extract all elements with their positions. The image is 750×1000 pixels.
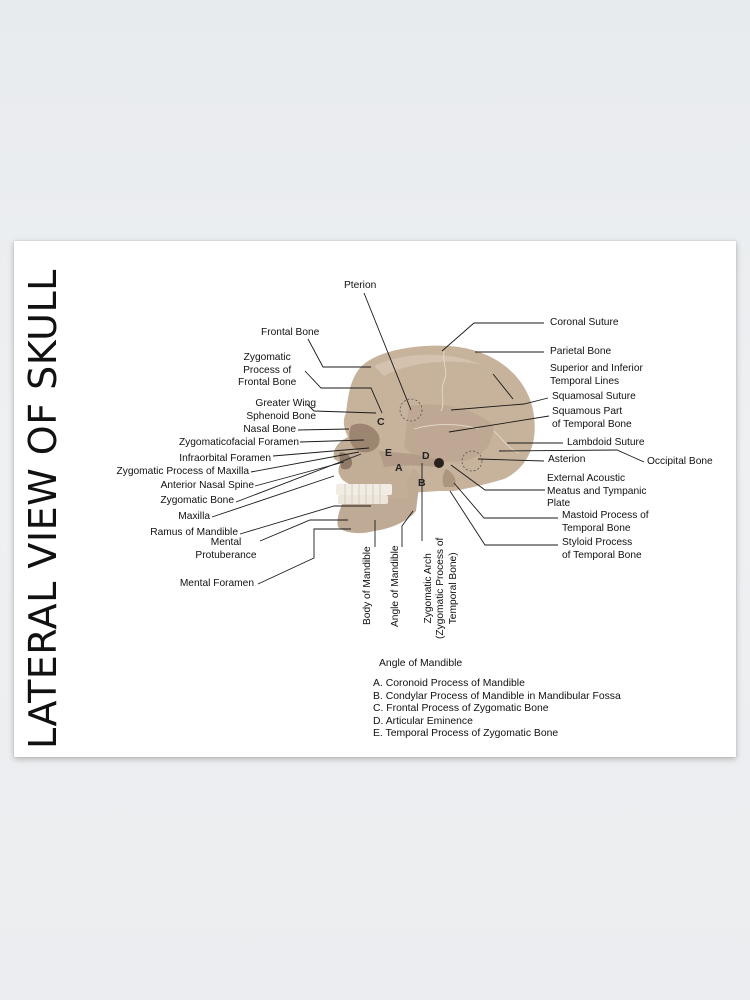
legend-item-b: B. Condylar Process of Mandible in Mandi…: [373, 691, 621, 704]
label-external-acoustic: External Acoustic Meatus and Tympanic Pl…: [547, 473, 646, 511]
label-anterior-nasal-spine: Anterior Nasal Spine: [104, 480, 254, 493]
ear-canal: [434, 458, 444, 468]
letter-e: E: [385, 447, 392, 459]
label-mental-foramen: Mental Foramen: [134, 578, 254, 591]
label-zygomaticofacial-foramen: Zygomaticofacial Foramen: [144, 437, 299, 450]
label-coronal-suture: Coronal Suture: [550, 317, 619, 330]
label-asterion: Asterion: [548, 454, 585, 467]
letter-a: A: [395, 462, 403, 474]
label-frontal-bone: Frontal Bone: [261, 327, 319, 340]
label-pterion: Pterion: [344, 280, 376, 293]
legend-item-e: E. Temporal Process of Zygomatic Bone: [373, 728, 621, 741]
label-squamous-part: Squamous Part of Temporal Bone: [552, 406, 632, 431]
label-parietal-bone: Parietal Bone: [550, 346, 611, 359]
legend-item-c: C. Frontal Process of Zygomatic Bone: [373, 703, 621, 716]
label-angle-of-mandible: Angle of Mandible: [390, 545, 402, 627]
skull-illustration: [334, 346, 535, 533]
label-mastoid-process: Mastoid Process of Temporal Bone: [562, 510, 649, 535]
label-occipital-bone: Occipital Bone: [647, 456, 713, 469]
leader-coronal: [442, 323, 544, 351]
legend-item-d: D. Articular Eminence: [373, 716, 621, 729]
legend-list: A. Coronoid Process of Mandible B. Condy…: [373, 678, 621, 741]
letter-b: B: [418, 477, 426, 489]
leader-frontal: [308, 339, 371, 367]
leader-mastoid: [454, 483, 558, 518]
label-lambdoid-suture: Lambdoid Suture: [567, 437, 645, 450]
leader-nasal: [298, 429, 349, 430]
label-squamosal-suture: Squamosal Suture: [552, 391, 636, 404]
label-maxilla: Maxilla: [134, 511, 210, 524]
label-styloid-process: Styloid Process of Temporal Bone: [562, 537, 642, 562]
label-greater-wing: Greater Wing Sphenoid Bone: [222, 398, 316, 423]
label-zygomatic-process-maxilla: Zygomatic Process of Maxilla: [54, 466, 249, 479]
letter-c: C: [377, 416, 385, 428]
poster: LATERAL VIEW OF SKULL: [14, 241, 736, 757]
label-body-of-mandible: Body of Mandible: [362, 546, 374, 625]
label-temporal-lines: Superior and Inferior Temporal Lines: [550, 363, 643, 388]
label-zygomatic-arch: Zygomatic Arch (Zygomatic Process of Tem…: [423, 538, 460, 639]
letter-d: D: [422, 450, 430, 462]
label-zygomatic-process-frontal: Zygomatic Process of Frontal Bone: [238, 352, 296, 390]
label-nasal-bone: Nasal Bone: [206, 424, 296, 437]
label-infraorbital-foramen: Infraorbital Foramen: [144, 453, 271, 466]
teeth: [336, 484, 392, 504]
legend-item-a: A. Coronoid Process of Mandible: [373, 678, 621, 691]
label-mental-protuberance: Mental Protuberance: [190, 537, 262, 562]
legend-title: Angle of Mandible: [379, 658, 462, 669]
leader-mental-protuberance: [260, 520, 348, 541]
label-zygomatic-bone: Zygomatic Bone: [104, 495, 234, 508]
leader-mental-foramen: [258, 529, 351, 584]
